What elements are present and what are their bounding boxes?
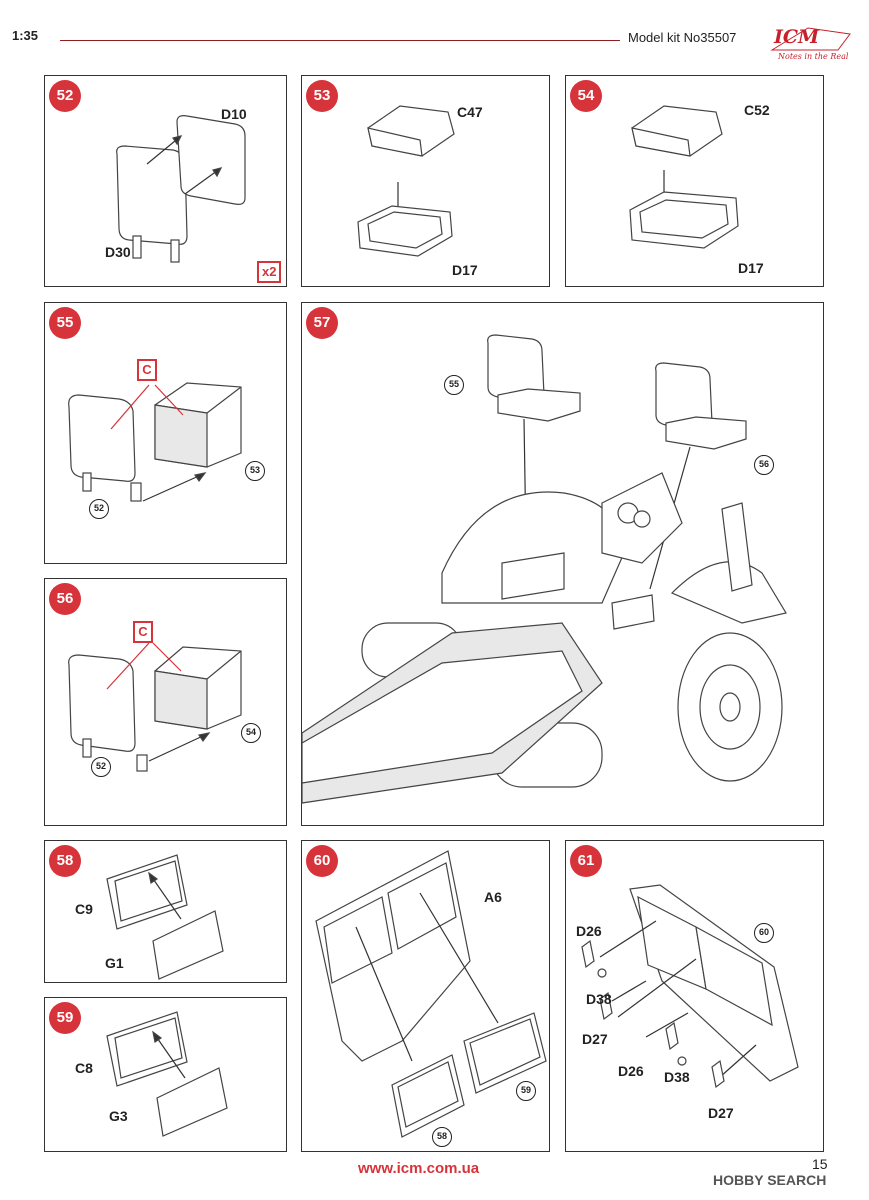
part-D26-lower: D26 [618,1063,644,1079]
step-60-badge: 60 [306,845,338,877]
part-D27-lower: D27 [708,1105,734,1121]
step-61-panel: 61 60 D26 D38 D27 D26 D38 D27 [565,840,824,1152]
step-57-panel: 57 55 56 [301,302,824,826]
step-59-window-drawing [106,1011,228,1137]
part-D26-upper: D26 [576,923,602,939]
color-code-C: C [133,621,153,643]
page-number: 15 [812,1156,828,1172]
part-C9: C9 [75,901,93,917]
step-61-screen-drawing [581,884,799,1089]
ref-54: 54 [241,723,261,743]
step-61-badge: 61 [570,845,602,877]
part-G3: G3 [109,1108,128,1124]
part-D27-upper: D27 [582,1031,608,1047]
step-53-panel: 53 C47 D17 [301,75,550,287]
part-C52: C52 [744,102,770,118]
step-53-cushion-drawing [357,105,455,257]
step-54-panel: 54 C52 D17 [565,75,824,287]
step-60-panel: 60 A6 59 58 [301,840,550,1152]
part-C8: C8 [75,1060,93,1076]
step-59-badge: 59 [49,1002,81,1034]
step-54-badge: 54 [570,80,602,112]
part-D17: D17 [738,260,764,276]
step-55-badge: 55 [49,307,81,339]
step-56-seat-drawing [68,642,242,772]
part-D17: D17 [452,262,478,278]
part-A6: A6 [484,889,502,905]
step-52-seat-drawing [116,115,246,263]
ref-59: 59 [516,1081,536,1101]
logo-tagline: Notes in the Real [778,52,849,61]
step-55-seat-drawing [68,382,242,502]
step-57-chassis-drawing [301,334,787,804]
step-52-badge: 52 [49,80,81,112]
step-60-screen-drawing [315,850,547,1138]
ref-58: 58 [432,1127,452,1147]
step-58-badge: 58 [49,845,81,877]
ref-55: 55 [444,375,464,395]
logo-brand: ICM [774,26,820,48]
ref-52: 52 [91,757,111,777]
step-58-window-drawing [106,854,224,980]
ref-53: 53 [245,461,265,481]
step-55-panel: 55 C 53 52 [44,302,287,564]
ref-60: 60 [754,923,774,943]
step-56-badge: 56 [49,583,81,615]
ref-52: 52 [89,499,109,519]
icm-logo: ICM Notes in the Real [768,24,854,70]
part-D30: D30 [105,244,131,260]
kit-number: Model kit No35507 [628,30,737,45]
step-56-panel: 56 C 54 52 [44,578,287,826]
watermark: HOBBY SEARCH [713,1172,827,1188]
step-53-badge: 53 [306,80,338,112]
scale-label: 1:35 [12,28,39,43]
ref-56: 56 [754,455,774,475]
multiplier-badge: x2 [257,261,282,283]
part-D38-upper: D38 [586,991,612,1007]
part-C47: C47 [457,104,483,120]
step-57-badge: 57 [306,307,338,339]
step-59-panel: 59 C8 G3 [44,997,287,1152]
website-link[interactable]: www.icm.com.ua [358,1160,480,1177]
header-rule [60,40,620,41]
part-D38-lower: D38 [664,1069,690,1085]
part-G1: G1 [105,955,124,971]
step-58-panel: 58 C9 G1 [44,840,287,983]
color-code-C: C [137,359,157,381]
step-52-panel: 52 D10 D30 x2 [44,75,287,287]
part-D10: D10 [221,106,247,122]
step-54-cushion-drawing [629,105,739,249]
